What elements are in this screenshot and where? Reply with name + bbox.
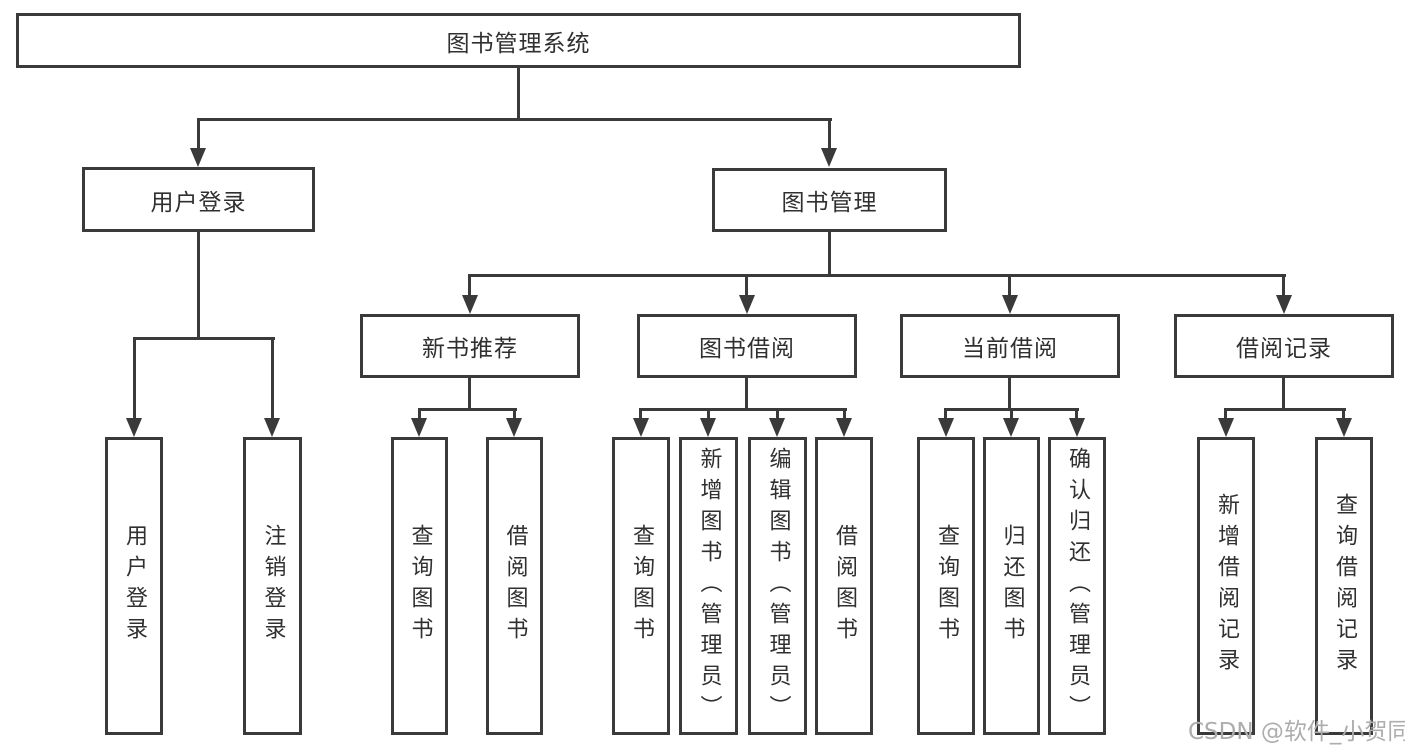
node-book-borrowing: 图书借阅 [637, 314, 857, 378]
leaf-borrowing-edit-books-admin: 编辑图书（管理员） [748, 437, 807, 735]
connector-newbooks-hline [418, 408, 517, 411]
leaf-records-add-borrow-record: 新增借阅记录 [1197, 437, 1255, 735]
arrowhead [1003, 418, 1019, 437]
node-label: 当前借阅 [962, 336, 1058, 362]
connector-stem [639, 408, 642, 419]
leaf-current-query-books: 查询图书 [917, 437, 975, 735]
connector-userlogin-vline [197, 232, 200, 337]
arrowhead [739, 295, 755, 314]
arrowhead [1218, 418, 1234, 437]
leaf-current-return-books: 归还图书 [983, 437, 1040, 735]
connector-records-hline [1224, 408, 1346, 411]
connector-root-hline [197, 118, 832, 121]
arrowhead [506, 418, 522, 437]
leaf-borrowing-borrow-books: 借阅图书 [815, 437, 873, 735]
connector-stem [197, 118, 200, 150]
connector-stem [1282, 274, 1285, 295]
leaf-label: 用户登录 [122, 524, 147, 648]
connector-stem [418, 408, 421, 419]
arrowhead [836, 418, 852, 437]
node-new-book-recommendation: 新书推荐 [360, 314, 580, 378]
node-label: 图书管理 [781, 190, 878, 216]
connector-root-vline [517, 68, 520, 118]
leaf-borrowing-add-books-admin: 新增图书（管理员） [679, 437, 738, 735]
leaf-records-query-borrow-record: 查询借阅记录 [1315, 437, 1373, 735]
node-label: 新书推荐 [422, 336, 518, 362]
node-current-borrowing: 当前借阅 [900, 314, 1120, 378]
leaf-label: 查询借阅记录 [1332, 493, 1357, 679]
connector-stem [828, 118, 831, 150]
connector-stem [707, 408, 710, 419]
node-label: 借阅记录 [1236, 336, 1332, 362]
node-label: 图书借阅 [699, 336, 795, 362]
arrowhead [1276, 295, 1292, 314]
arrowhead [190, 148, 206, 167]
leaf-newbooks-query-books: 查询图书 [391, 437, 448, 735]
connector-current-vline [1008, 378, 1011, 408]
connector-stem [745, 274, 748, 295]
leaf-label: 借阅图书 [832, 524, 857, 648]
leaf-current-confirm-return-admin: 确认归还（管理员） [1048, 437, 1106, 735]
leaf-label: 查询图书 [629, 524, 654, 648]
node-borrowing-records: 借阅记录 [1174, 314, 1394, 378]
connector-records-vline [1282, 378, 1285, 408]
arrowhead [633, 418, 649, 437]
leaf-label: 归还图书 [999, 524, 1025, 648]
connector-borrowing-vline [745, 378, 748, 408]
connector-stem [271, 337, 274, 418]
leaf-user-login: 用户登录 [105, 437, 163, 735]
connector-stem [1010, 408, 1013, 419]
arrowhead [821, 148, 837, 167]
connector-stem [843, 408, 846, 419]
leaf-logout: 注销登录 [243, 437, 302, 735]
leaf-label: 新增借阅记录 [1214, 493, 1239, 679]
connector-stem [1342, 408, 1345, 419]
arrowhead [1002, 295, 1018, 314]
arrowhead [1336, 418, 1352, 437]
connector-stem [133, 337, 136, 418]
arrowhead [264, 418, 280, 437]
leaf-label: 注销登录 [260, 524, 286, 648]
connector-stem [1075, 408, 1078, 419]
arrowhead [411, 418, 427, 437]
leaf-label: 编辑图书（管理员） [765, 446, 791, 726]
arrowhead [700, 418, 716, 437]
watermark: CSDN @软件_小贺同学 [1188, 719, 1405, 745]
connector-newbooks-vline [468, 378, 471, 408]
arrowhead [1069, 418, 1085, 437]
node-label: 图书管理系统 [446, 30, 591, 57]
node-user-login: 用户登录 [82, 167, 315, 232]
connector-stem [776, 408, 779, 419]
connector-bookmgmt-vline [828, 232, 831, 274]
connector-userlogin-hline [133, 337, 275, 340]
leaf-label: 借阅图书 [502, 524, 528, 648]
leaf-label: 查询图书 [934, 524, 959, 648]
leaf-label: 确认归还（管理员） [1065, 446, 1090, 726]
leaf-borrowing-query-books: 查询图书 [612, 437, 670, 735]
connector-borrowing-hline [639, 408, 847, 411]
arrowhead [126, 418, 142, 437]
leaf-newbooks-borrow-books: 借阅图书 [486, 437, 543, 735]
arrowhead [938, 418, 954, 437]
node-library-management-system: 图书管理系统 [16, 13, 1021, 68]
arrowhead [462, 295, 478, 314]
connector-bookmgmt-hline [469, 274, 1286, 277]
connector-stem [513, 408, 516, 419]
connector-stem [944, 408, 947, 419]
node-label: 用户登录 [150, 189, 247, 216]
leaf-label: 查询图书 [407, 524, 433, 648]
connector-stem [1008, 274, 1011, 295]
arrowhead [769, 418, 785, 437]
node-book-management: 图书管理 [712, 168, 947, 232]
connector-stem [1224, 408, 1227, 419]
connector-stem [468, 274, 471, 295]
leaf-label: 新增图书（管理员） [696, 446, 722, 726]
